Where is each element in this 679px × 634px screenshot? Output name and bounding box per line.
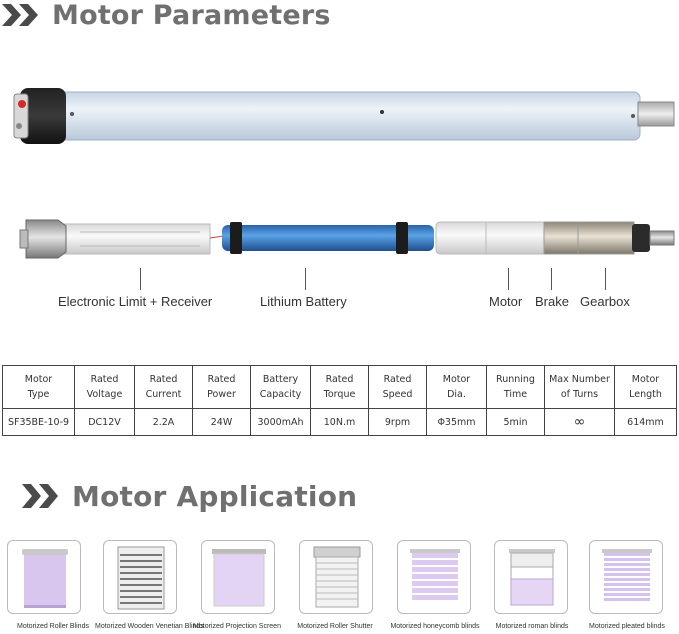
label-electronic-limit: Electronic Limit + Receiver [58, 294, 213, 309]
table-row: SF35BE-10-9 DC12V 2.2A 24W 3000mAh 10N.m… [2, 408, 677, 436]
label-gearbox: Gearbox [580, 294, 630, 309]
label-lithium-battery: Lithium Battery [260, 294, 347, 309]
motor-application-header: Motor Application [22, 478, 357, 514]
leader-line [551, 268, 552, 290]
value-cell: 5min [486, 408, 545, 436]
honeycomb-blind-image [397, 540, 471, 614]
double-chevron-icon [2, 4, 42, 26]
section-title: Motor Parameters [52, 0, 331, 31]
value-cell: DC12V [74, 408, 135, 436]
venetian-blind-image [103, 540, 177, 614]
pleated-blind-image [589, 540, 663, 614]
value-cell: 614mm [614, 408, 677, 436]
value-cell: 10N.m [310, 408, 369, 436]
assembled-motor-image [0, 82, 679, 152]
leader-line [140, 268, 141, 290]
application-caption: Motorized Wooden Venetian Blinds [95, 623, 204, 630]
roller-shutter-image [299, 540, 373, 614]
label-motor: Motor [489, 294, 523, 309]
application-caption: Motorized Projection Screen [193, 623, 281, 630]
application-gallery: Motorized Roller Blinds Motorized Wooden… [0, 536, 679, 634]
leader-line [605, 268, 606, 290]
application-caption: Motorized honeycomb blinds [390, 623, 480, 630]
exploded-parts-image [0, 210, 679, 270]
motor-parameters-header: Motor Parameters [2, 0, 331, 31]
label-brake: Brake [535, 294, 569, 309]
application-caption: Motorized Roller Blinds [17, 623, 89, 630]
value-cell: ∞ [544, 408, 615, 436]
projection-screen-image [201, 540, 275, 614]
leader-line [305, 268, 306, 290]
leader-line [508, 268, 509, 290]
value-cell: SF35BE-10-9 [2, 408, 75, 436]
roman-blind-image [494, 540, 568, 614]
application-caption: Motorized pleated blinds [589, 623, 665, 630]
value-cell: Φ35mm [426, 408, 487, 436]
value-cell: 9rpm [368, 408, 427, 436]
value-cell: 3000mAh [250, 408, 311, 436]
value-cell: 2.2A [134, 408, 193, 436]
application-caption: Motorized Roller Shutter [297, 623, 373, 630]
application-caption: Motorized roman blinds [495, 623, 569, 630]
value-cell: 24W [192, 408, 251, 436]
double-chevron-icon [22, 484, 62, 508]
roller-blind-image [7, 540, 81, 614]
section-title: Motor Application [72, 479, 358, 513]
